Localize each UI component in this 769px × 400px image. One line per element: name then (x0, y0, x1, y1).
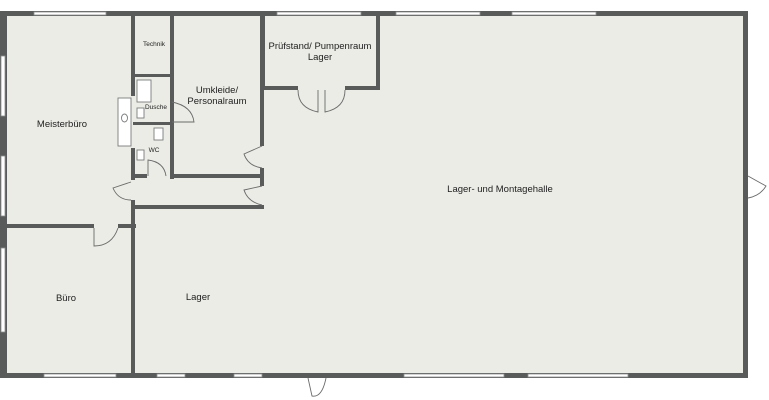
door-meisterbuero (112, 181, 132, 201)
sink-basin-icon (121, 113, 128, 123)
wall-lager-right-stub (260, 182, 264, 186)
toilet-dusche-icon (136, 107, 145, 119)
toilet-wc-icon (136, 149, 145, 161)
wall-wc-bottom (133, 174, 147, 178)
wall-umkleide-right-bottom (260, 168, 264, 182)
room-labels: Technik Prüfstand/ Pumpenraum Lager Umkl… (37, 41, 553, 304)
wall-exterior-right (743, 11, 748, 378)
door-corridor-lager (243, 185, 263, 206)
label-meisterbuero: Meisterbüro (37, 119, 87, 130)
label-halle: Lager- und Montagehalle (447, 184, 553, 195)
label-pruefstand-2: Lager (308, 52, 332, 63)
wall-buero-right (131, 224, 135, 376)
label-technik: Technik (143, 41, 166, 48)
label-dusche: Dusche (145, 104, 167, 111)
door-exterior-right (747, 175, 767, 199)
wall-exterior-bottom (0, 373, 748, 378)
label-umkleide-2: Personalraum (187, 96, 246, 107)
door-pruefstand-right (324, 89, 346, 113)
label-pruefstand-1: Prüfstand/ Pumpenraum (269, 41, 372, 52)
doors (93, 89, 767, 397)
window-left-3 (0, 247, 6, 333)
wall-pruef-left (262, 16, 265, 90)
window-top-3 (395, 11, 481, 16)
window-left-1 (0, 55, 6, 117)
window-bottom-4 (403, 373, 505, 378)
wall-technik-bottom (133, 74, 171, 77)
floor-main (6, 15, 744, 374)
wall-corridor-left-2 (131, 148, 135, 180)
wall-technik-right (170, 16, 174, 77)
window-bottom-1 (43, 373, 117, 378)
wall-exterior-top (0, 11, 748, 16)
cabinet-wc-icon (153, 127, 164, 141)
wall-meister-buero (6, 224, 94, 228)
label-lager: Lager (186, 292, 210, 303)
windows (0, 11, 629, 378)
wall-pruef-bottom-left (262, 86, 298, 90)
wall-lager-top (171, 205, 264, 209)
window-left-2 (0, 155, 6, 217)
wall-wc-right (170, 74, 174, 179)
label-buero: Büro (56, 293, 76, 304)
wall-corridor-left (131, 16, 135, 96)
door-dusche (171, 101, 195, 123)
shower-tray-icon (136, 79, 152, 103)
door-exterior-bottom (307, 377, 327, 397)
door-umkleide (243, 145, 263, 169)
wall-pruef-right (376, 16, 380, 90)
window-top-2 (276, 11, 362, 16)
wall-pruef-bottom-right (345, 86, 380, 90)
door-wc (147, 159, 167, 177)
wall-umkleide-bottom (170, 174, 262, 178)
wall-lager-top-left (133, 205, 171, 209)
window-bottom-2 (156, 373, 186, 378)
door-pruefstand-left (297, 89, 319, 113)
fixtures (117, 79, 164, 161)
label-wc: WC (149, 147, 160, 154)
window-top-1 (33, 11, 107, 16)
door-buero (93, 227, 119, 247)
window-bottom-3 (233, 373, 263, 378)
window-top-4 (511, 11, 597, 16)
window-bottom-5 (527, 373, 629, 378)
wall-meister-buero-2 (118, 224, 136, 228)
wall-corridor-left-3 (131, 200, 135, 226)
wall-dusche-bottom (133, 122, 173, 125)
label-umkleide-1: Umkleide/ (196, 85, 239, 96)
floor-areas (6, 15, 744, 374)
